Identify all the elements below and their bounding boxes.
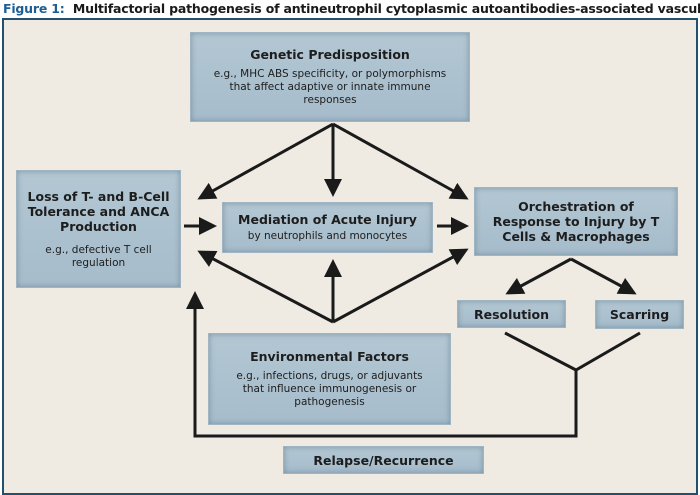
arrow-env-to-orchestration [332, 248, 469, 324]
box-resolution: Resolution [457, 300, 566, 328]
box-relapse-recurrence: Relapse/Recurrence [283, 446, 484, 474]
box-title: Relapse/Recurrence [313, 452, 454, 468]
arrow-genetic-to-tolerance [197, 122, 334, 200]
box-environmental-factors: Environmental Factors e.g., infections, … [208, 333, 451, 425]
arrow-env-to-tolerance [197, 250, 334, 324]
arrow-relapse-loop [186, 291, 578, 438]
box-mediation-acute-injury: Mediation of Acute Injury by neutrophils… [222, 202, 433, 253]
box-desc: e.g., MHC ABS specificity, or polymorphi… [213, 68, 447, 106]
box-desc: e.g., infections, drugs, or adjuvants th… [236, 370, 423, 408]
box-title: Loss of T- and B-Cell Tolerance and ANCA… [27, 188, 170, 234]
box-loss-of-tolerance: Loss of T- and B-Cell Tolerance and ANCA… [16, 170, 181, 288]
box-genetic-predisposition: Genetic Predisposition e.g., MHC ABS spe… [190, 32, 470, 122]
box-orchestration: Orchestration of Response to Injury by T… [474, 187, 678, 256]
box-title: Mediation of Acute Injury [238, 212, 417, 227]
box-title: Resolution [473, 306, 550, 322]
line-outcomes-merge [504, 331, 641, 372]
arrow-orch-to-resolution [505, 257, 572, 295]
box-scarring: Scarring [595, 300, 684, 329]
figure-label: Figure 1: [3, 1, 65, 16]
box-title: Environmental Factors [250, 349, 409, 364]
box-title: Scarring [609, 307, 670, 322]
arrow-orch-to-scarring [570, 257, 637, 295]
figure-caption: Multifactorial pathogenesis of antineutr… [72, 1, 700, 16]
box-title: Orchestration of Response to Injury by T… [492, 199, 660, 244]
box-title: Genetic Predisposition [250, 47, 410, 62]
box-desc: e.g., defective T cell regulation [45, 243, 152, 269]
box-desc: by neutrophils and monocytes [247, 230, 408, 242]
arrow-genetic-to-orchestration [332, 122, 469, 200]
figure-title: Figure 1: Multifactorial pathogenesis of… [3, 1, 700, 16]
